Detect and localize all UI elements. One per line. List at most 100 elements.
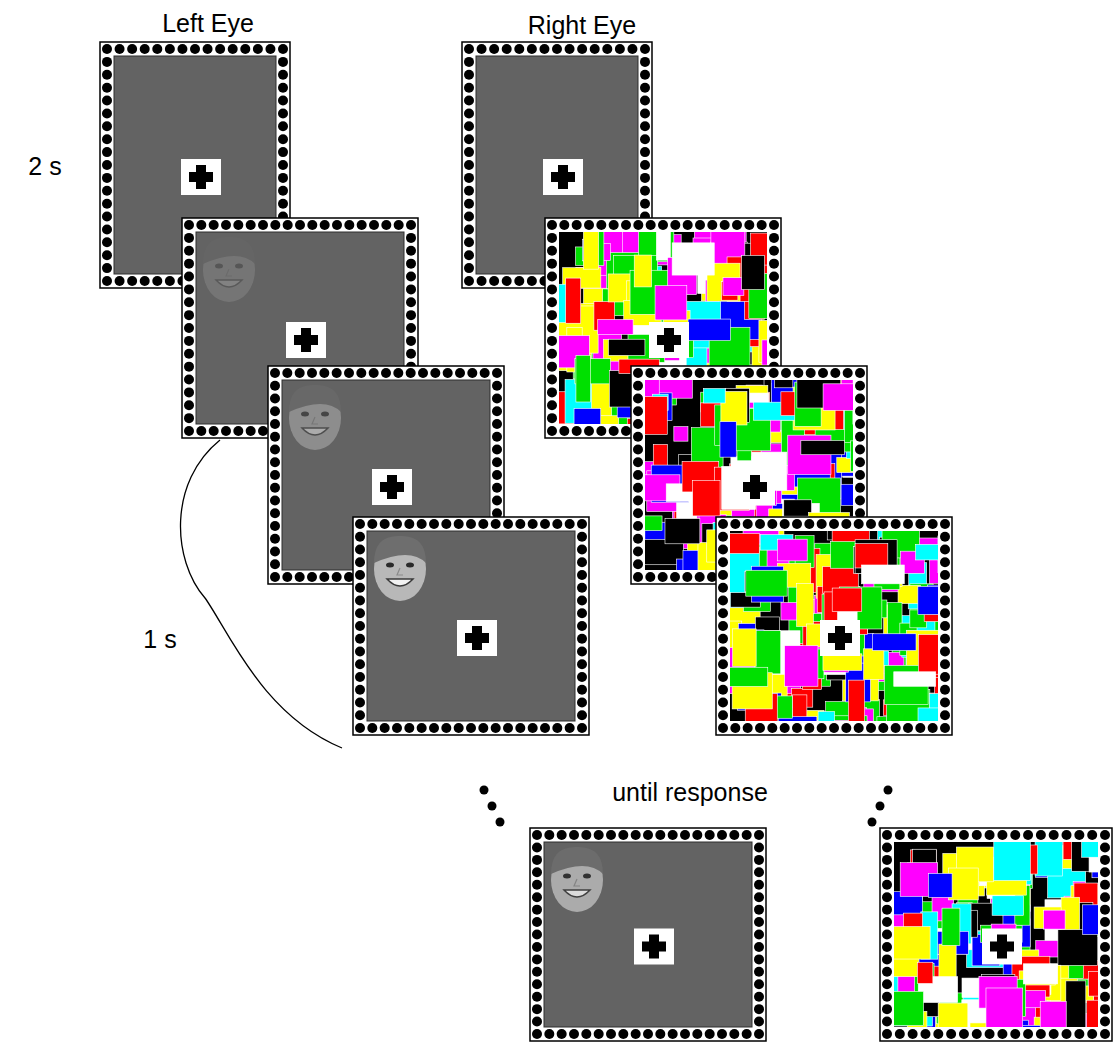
border-dot — [646, 220, 656, 230]
border-dot — [221, 426, 231, 436]
border-dot — [1100, 942, 1110, 952]
face-eye — [301, 412, 309, 417]
border-dot — [102, 70, 112, 80]
border-dot — [640, 134, 650, 144]
border-dot — [744, 220, 754, 230]
border-dot — [633, 419, 643, 429]
mask-patch — [598, 319, 633, 334]
border-dot — [240, 44, 250, 54]
mask-patch — [918, 586, 938, 614]
border-dot — [882, 880, 892, 890]
mask-patch — [576, 355, 590, 402]
border-dot — [552, 519, 562, 529]
border-dot — [743, 519, 753, 529]
border-dot — [1100, 930, 1110, 940]
border-dot — [246, 220, 256, 230]
border-dot — [985, 1029, 995, 1039]
border-dot — [270, 534, 280, 544]
border-dot — [464, 199, 474, 209]
mask-patch — [650, 322, 693, 358]
border-dot — [1049, 1029, 1059, 1039]
border-dot — [491, 723, 501, 733]
border-dot — [972, 830, 982, 840]
border-dot — [940, 557, 950, 567]
border-dot — [203, 44, 213, 54]
border-dot — [719, 368, 729, 378]
continuation-dot — [480, 786, 489, 795]
border-dot — [102, 147, 112, 157]
border-dot — [1087, 830, 1097, 840]
border-dot — [959, 830, 969, 840]
border-dot — [492, 496, 502, 506]
border-dot — [532, 954, 542, 964]
mask-patch — [918, 708, 938, 721]
border-dot — [633, 368, 643, 378]
border-dot — [367, 723, 377, 733]
border-dot — [569, 1029, 579, 1039]
border-dot — [882, 892, 892, 902]
border-dot — [102, 44, 112, 54]
border-dot — [720, 220, 730, 230]
mask-patch — [1087, 1000, 1098, 1027]
border-dot — [855, 483, 865, 493]
border-dot — [355, 545, 365, 555]
border-dot — [547, 246, 557, 256]
border-dot — [940, 710, 950, 720]
border-dot — [640, 147, 650, 157]
border-dot — [633, 547, 643, 557]
mask-patch — [1089, 972, 1098, 996]
border-dot — [806, 368, 816, 378]
border-dot — [1062, 830, 1072, 840]
border-dot — [882, 842, 892, 852]
border-dot — [270, 368, 280, 378]
border-dot — [882, 942, 892, 952]
border-dot — [855, 406, 865, 416]
border-dot — [882, 992, 892, 1002]
border-dot — [278, 147, 288, 157]
border-dot — [492, 432, 502, 442]
border-dot — [1100, 917, 1110, 927]
border-dot — [527, 44, 537, 54]
border-dot — [854, 723, 864, 733]
border-dot — [640, 199, 650, 209]
border-dot — [743, 723, 753, 733]
border-dot — [1023, 830, 1033, 840]
border-dot — [102, 134, 112, 144]
time-bracket — [180, 440, 342, 748]
continuation-dot — [876, 802, 885, 811]
border-dot — [668, 830, 678, 840]
border-dot — [270, 381, 280, 391]
border-dot — [754, 880, 764, 890]
mask-patch — [784, 500, 812, 516]
mask-patch — [1040, 1001, 1066, 1027]
border-dot — [718, 659, 728, 669]
fixation-cross — [828, 626, 852, 650]
stimulus-frame — [530, 828, 766, 1041]
continuation-dot — [884, 786, 893, 795]
border-dot — [959, 1029, 969, 1039]
border-dot — [565, 519, 575, 529]
border-dot — [102, 250, 112, 260]
border-dot — [532, 867, 542, 877]
face-nose — [574, 879, 580, 886]
border-dot — [184, 413, 194, 423]
frame-border — [880, 828, 1112, 1041]
border-dot — [903, 519, 913, 529]
border-dot — [658, 220, 668, 230]
border-dot — [940, 672, 950, 682]
border-dot — [695, 368, 705, 378]
border-dot — [392, 519, 402, 529]
border-dot — [855, 470, 865, 480]
border-dot — [903, 723, 913, 733]
border-dot — [464, 224, 474, 234]
border-dot — [920, 830, 930, 840]
border-dot — [718, 634, 728, 644]
border-dot — [528, 723, 538, 733]
eye-label: Left Eye — [162, 10, 254, 38]
face-hair — [289, 385, 341, 412]
border-dot — [754, 967, 764, 977]
stimulus-frame — [716, 517, 975, 764]
border-dot — [184, 323, 194, 333]
border-dot — [729, 830, 739, 840]
border-dot — [855, 496, 865, 506]
